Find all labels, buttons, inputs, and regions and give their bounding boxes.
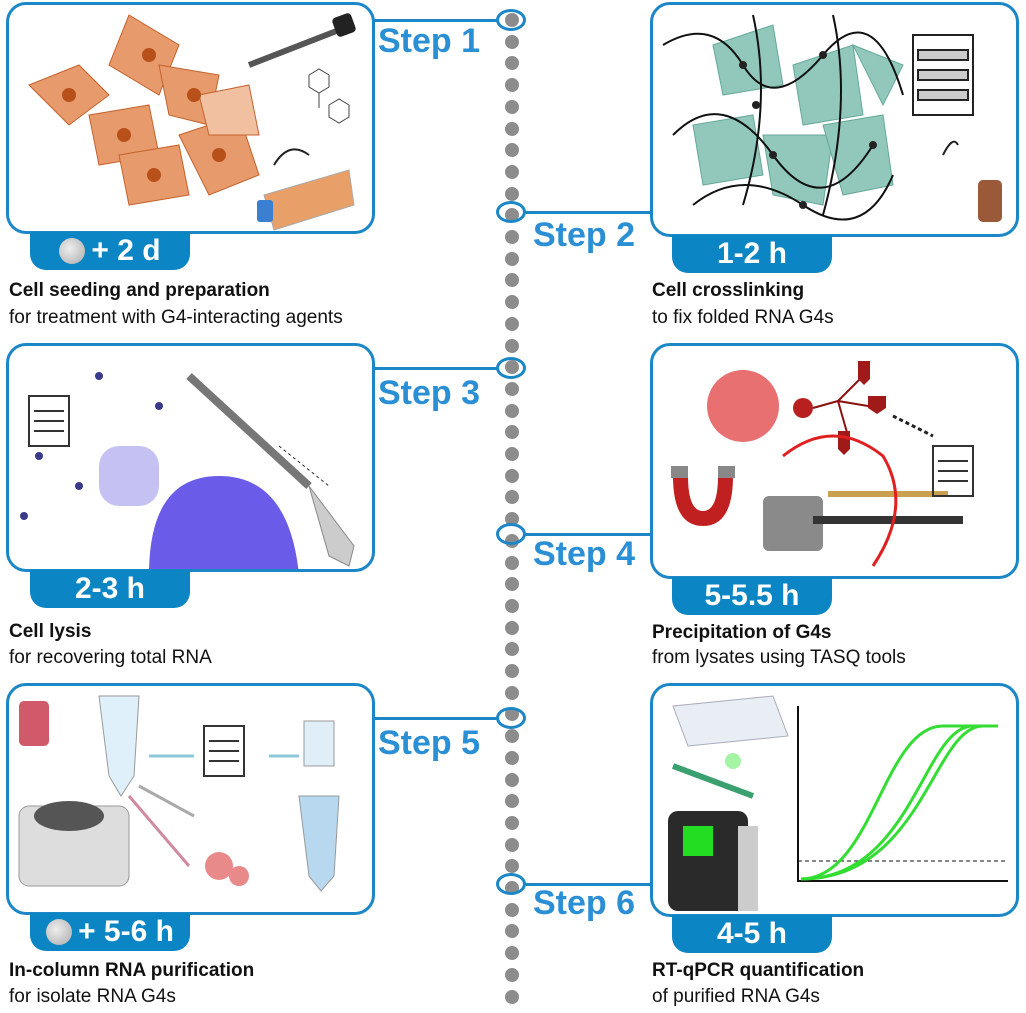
timeline-dot xyxy=(505,468,519,483)
cell-lysis-icon xyxy=(20,372,355,569)
step-6-marker xyxy=(496,873,526,895)
step-6-title: RT-qPCR quantification xyxy=(652,960,865,981)
timeline-dot xyxy=(505,381,519,396)
timeline-dot xyxy=(505,230,519,244)
step-1-duration: + 2 d xyxy=(91,234,161,267)
timeline-dot xyxy=(505,34,519,49)
step-5-duration-badge: + 5-6 h xyxy=(30,913,190,951)
timeline-dot xyxy=(505,251,519,266)
step-5-duration: + 5-6 h xyxy=(78,915,174,948)
cell-seeding-icon xyxy=(28,13,356,231)
timeline-dot xyxy=(505,273,519,288)
timeline-dot xyxy=(505,186,519,201)
timeline-dot xyxy=(505,295,519,310)
connector-step-6 xyxy=(524,883,652,886)
step-3-illustration xyxy=(6,343,375,572)
step-6-duration: 4-5 h xyxy=(716,917,788,950)
timeline-dot xyxy=(505,859,519,874)
moon-night-icon xyxy=(46,919,73,945)
step-4-subtitle: from lysates using TASQ tools xyxy=(652,647,906,668)
timeline-dot xyxy=(505,316,519,331)
step-3-marker xyxy=(496,357,526,379)
step-1-duration-badge: + 2 d xyxy=(30,232,190,270)
step-6-illustration xyxy=(650,683,1019,917)
timeline-dot xyxy=(505,946,519,961)
timeline-dot xyxy=(505,121,519,136)
timeline-dot xyxy=(505,490,519,505)
step-3-title: Cell lysis xyxy=(9,621,92,642)
step-1-title: Cell seeding and preparation xyxy=(9,280,270,301)
rna-purification-icon xyxy=(18,695,340,892)
timeline-dot xyxy=(505,338,519,353)
step-5-illustration xyxy=(6,683,375,915)
step-6-label: Step 6 xyxy=(533,884,636,922)
step-4-illustration xyxy=(650,343,1019,579)
step-5-title: In-column RNA purification xyxy=(9,960,255,981)
step-4-marker xyxy=(496,523,526,545)
connector-step-1 xyxy=(372,19,498,22)
connector-step-4 xyxy=(524,533,652,536)
moon-night-icon xyxy=(59,238,86,264)
step-5-marker xyxy=(496,707,526,729)
timeline-dot xyxy=(505,924,519,939)
timeline-dot xyxy=(505,425,519,440)
timeline-dot xyxy=(505,555,519,570)
step-1-label: Step 1 xyxy=(378,22,481,60)
step-5-label: Step 5 xyxy=(378,724,481,762)
step-1-subtitle: for treatment with G4-interacting agents xyxy=(9,307,343,328)
timeline-dot xyxy=(505,815,519,830)
step-4-title: Precipitation of G4s xyxy=(652,622,832,643)
connector-step-5 xyxy=(372,717,498,720)
step-3-duration: 2-3 h xyxy=(74,572,146,605)
step-6-duration-badge: 4-5 h xyxy=(672,915,832,953)
step-2-illustration xyxy=(650,2,1019,237)
timeline-dot xyxy=(505,967,519,982)
timeline-dot xyxy=(505,598,519,613)
step-3-subtitle: for recovering total RNA xyxy=(9,647,212,668)
timeline-dot xyxy=(505,403,519,418)
step-1-illustration xyxy=(6,2,375,234)
step-3-label: Step 3 xyxy=(378,374,481,412)
step-4-duration: 5-5.5 h xyxy=(704,579,800,612)
precipitation-icon xyxy=(671,361,974,567)
step-1-marker xyxy=(496,9,526,31)
step-4-duration-badge: 5-5.5 h xyxy=(672,577,832,615)
step-2-title: Cell crosslinking xyxy=(652,280,805,301)
timeline-dot xyxy=(505,794,519,809)
step-3-duration-badge: 2-3 h xyxy=(30,570,190,608)
step-2-subtitle: to fix folded RNA G4s xyxy=(652,307,834,328)
timeline-dot xyxy=(505,664,519,678)
timeline-dot xyxy=(505,512,519,527)
step-2-marker xyxy=(496,201,526,223)
step-2-duration-badge: 1-2 h xyxy=(672,235,832,273)
timeline-dot xyxy=(505,577,519,592)
step-2-duration: 1-2 h xyxy=(716,237,788,270)
timeline-dot xyxy=(505,164,519,179)
step-5-subtitle: for isolate RNA G4s xyxy=(9,986,176,1007)
connector-step-3 xyxy=(372,367,498,370)
connector-step-2 xyxy=(524,211,652,214)
timeline-dot xyxy=(505,447,519,461)
timeline-dot xyxy=(505,837,519,852)
timeline-dot xyxy=(505,750,519,765)
timeline-dot xyxy=(505,729,519,744)
timeline-dot xyxy=(505,642,519,657)
rt-qpcr-icon xyxy=(668,695,1008,911)
timeline-dot xyxy=(505,143,519,158)
step-6-subtitle: of purified RNA G4s xyxy=(652,986,820,1007)
timeline-dot xyxy=(505,685,519,700)
timeline-dot xyxy=(505,989,519,1004)
step-2-label: Step 2 xyxy=(533,216,636,254)
crosslinking-icon xyxy=(662,14,1002,222)
step-4-label: Step 4 xyxy=(533,535,636,573)
timeline-dot xyxy=(505,772,519,787)
timeline-dot xyxy=(505,99,519,114)
timeline-dot xyxy=(505,78,519,93)
timeline-dot xyxy=(505,620,519,635)
timeline-dot xyxy=(505,56,519,71)
timeline-dot xyxy=(505,902,519,917)
